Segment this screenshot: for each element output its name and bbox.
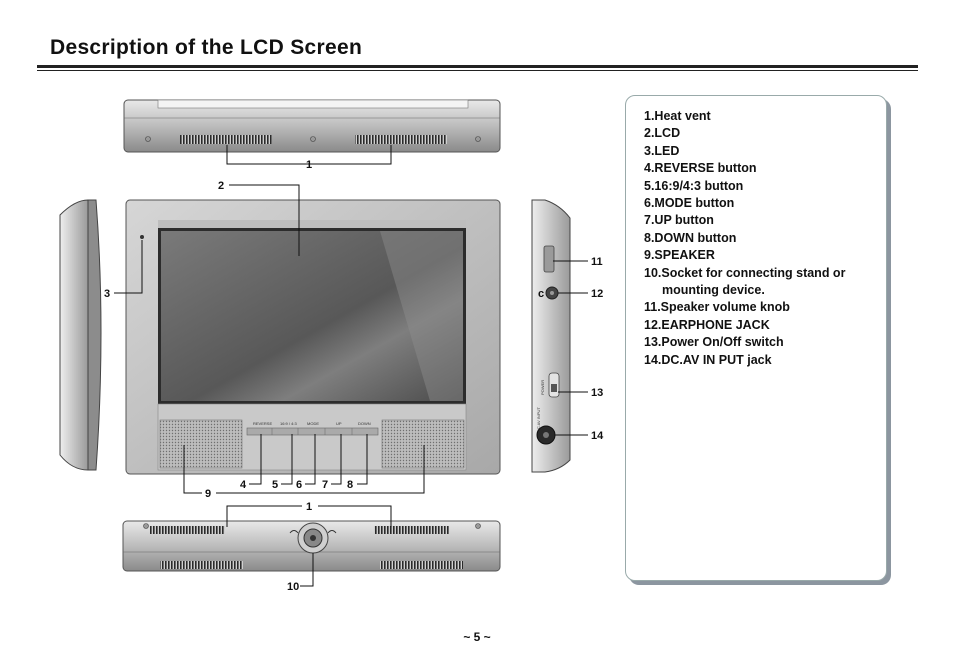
page-title: Description of the LCD Screen	[50, 36, 363, 59]
svg-text:c: c	[538, 288, 544, 300]
bottom-view	[122, 520, 501, 572]
legend-item: 10.Socket for connecting stand or	[644, 265, 846, 280]
legend-item: 14.DC.AV IN PUT jack	[644, 352, 772, 367]
lcd-screen	[161, 231, 463, 401]
dc-side-label: DC AV INPUT	[536, 407, 541, 432]
callout-reverse: 4	[240, 479, 247, 491]
title-rule-thick	[37, 65, 918, 68]
legend-item: 5.16:9/4:3 button	[644, 178, 744, 193]
mode-button-label: MODE	[307, 421, 319, 426]
aspect-button-label: 16:9 / 4:3	[280, 421, 297, 426]
legend-item: 7.UP button	[644, 213, 714, 228]
legend-item: 13.Power On/Off switch	[644, 335, 784, 350]
button-strip	[246, 427, 379, 436]
left-side-view	[59, 199, 102, 471]
volume-knob	[543, 245, 555, 273]
legend-item: 12.EARPHONE JACK	[644, 317, 770, 332]
down-button-label: DOWN	[358, 421, 371, 426]
top-vent-left	[180, 135, 272, 144]
callout-earphone: 12	[591, 288, 603, 300]
callout-aspect: 5	[272, 479, 278, 491]
speaker-grille-left	[159, 419, 243, 469]
top-view	[123, 99, 501, 153]
callout-dc-in: 14	[591, 430, 604, 442]
legend-item: 4.REVERSE button	[644, 161, 757, 176]
power-side-label: POWER	[540, 380, 545, 395]
leader-lines	[114, 163, 588, 587]
callout-top-vent: 1	[306, 159, 312, 171]
page-number: ~ 5 ~	[463, 630, 491, 644]
bottom-vent-left-top	[150, 526, 225, 534]
bottom-vent-left	[160, 561, 243, 569]
callout-bottom-vent: 1	[306, 501, 312, 513]
led-indicator	[140, 235, 144, 239]
callout-mode: 6	[296, 479, 302, 491]
callout-volume: 11	[591, 256, 603, 268]
legend-list: 1.Heat vent 2.LCD 3.LED 4.REVERSE button…	[644, 108, 845, 369]
legend-panel: 1.Heat vent 2.LCD 3.LED 4.REVERSE button…	[625, 95, 887, 581]
reverse-button-label: REVERSE	[253, 421, 272, 426]
front-view: REVERSE 16:9 / 4:3 MODE UP DOWN	[125, 199, 501, 475]
callout-speaker: 9	[205, 488, 211, 500]
legend-item: 1.Heat vent	[644, 109, 711, 123]
callout-led: 3	[104, 288, 110, 300]
callout-up: 7	[322, 479, 328, 491]
bottom-vent-right	[380, 561, 463, 569]
callout-lcd: 2	[218, 180, 224, 192]
legend-item: 11.Speaker volume knob	[644, 300, 790, 315]
callout-power: 13	[591, 387, 603, 399]
top-vent-right	[355, 135, 447, 144]
legend-item: 8.DOWN button	[644, 230, 737, 245]
legend-item: 9.SPEAKER	[644, 248, 715, 263]
speaker-grille-right	[381, 419, 465, 469]
right-side-view: c POWER DC AV INPUT	[531, 199, 571, 473]
legend-item-continuation: mounting device.	[662, 283, 765, 298]
callout-socket: 10	[287, 581, 299, 593]
legend-item: 3.LED	[644, 143, 680, 158]
title-rule-thin	[37, 70, 918, 71]
legend-item: 2.LCD	[644, 126, 681, 141]
up-button-label: UP	[336, 421, 342, 426]
bottom-vent-right-top	[374, 526, 449, 534]
callout-down: 8	[347, 479, 353, 491]
legend-item: 6.MODE button	[644, 196, 735, 211]
